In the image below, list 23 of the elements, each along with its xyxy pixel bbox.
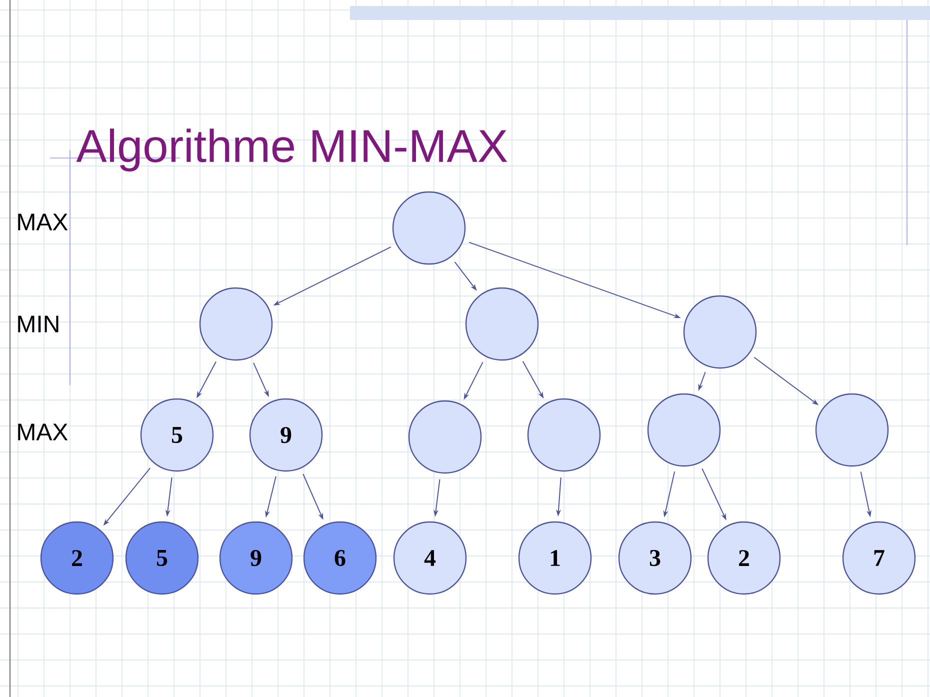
leaf-node: 2 (707, 521, 781, 595)
leaf-node: 7 (842, 521, 916, 595)
leaf-node: 6 (303, 521, 377, 595)
tree-node (465, 287, 539, 361)
tree-node (408, 400, 482, 474)
leaf-node: 4 (393, 521, 467, 595)
tree-node: 9 (249, 398, 323, 472)
title: Algorithme MIN-MAX (76, 128, 508, 172)
leaf-node: 1 (518, 521, 592, 595)
tree-node: 5 (140, 398, 214, 472)
tree-node (683, 295, 757, 369)
tree-node (647, 393, 721, 467)
tree-node (392, 191, 466, 265)
leaf-node: 5 (125, 521, 199, 595)
leaf-node: 3 (618, 521, 692, 595)
tree-node (527, 398, 601, 472)
tree-node (199, 287, 273, 361)
level-label: MIN (18, 316, 58, 332)
leaf-node: 2 (40, 521, 114, 595)
level-label: MAX (18, 214, 68, 230)
leaf-node: 9 (219, 521, 293, 595)
level-label: MAX (18, 424, 68, 440)
tree-node (815, 393, 889, 467)
